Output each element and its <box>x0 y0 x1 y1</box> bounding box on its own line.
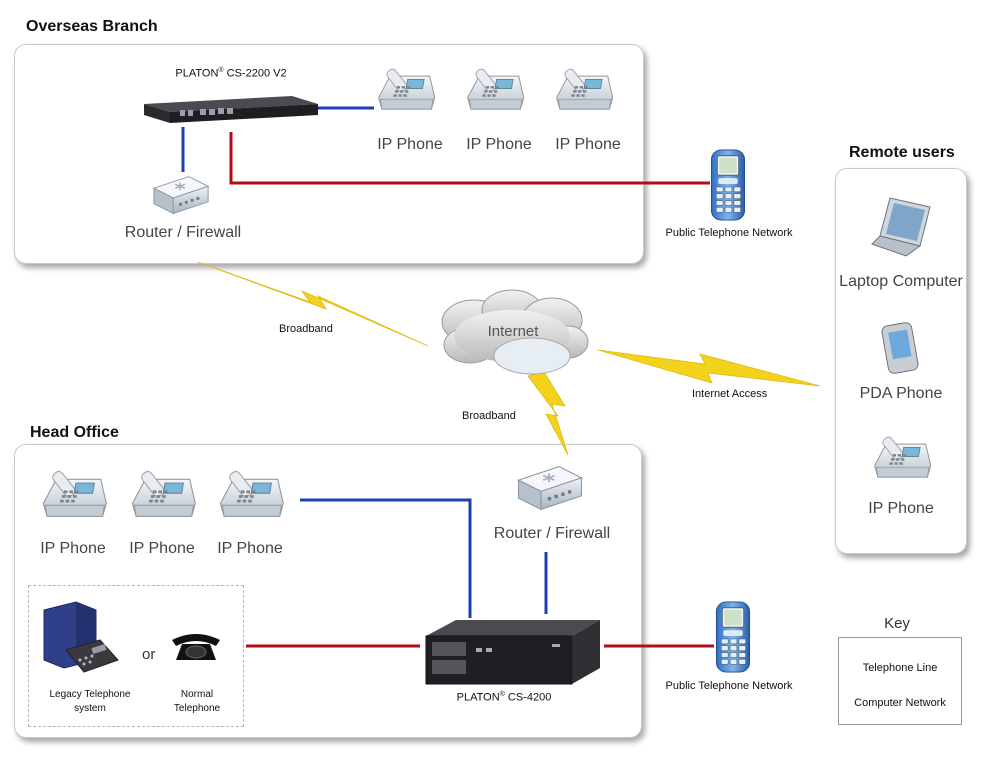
cloud-icon <box>441 289 589 375</box>
remote-ip-phone-label: IP Phone <box>868 500 934 517</box>
legacy-telephone-label: Legacy Telephone system <box>49 689 131 714</box>
key-legend <box>838 637 962 725</box>
pda-label: PDA Phone <box>859 385 943 402</box>
overseas-ip-phone-label: IP Phone <box>377 136 443 153</box>
head-ip-phone-label: IP Phone <box>40 540 106 557</box>
remote-users-title: Remote users <box>849 144 955 161</box>
lightning-icon <box>197 261 821 456</box>
ip-phone-icon <box>42 469 107 517</box>
key-telephone-label: Telephone Line <box>862 662 938 674</box>
router-icon <box>517 465 583 511</box>
internet-label: Internet <box>487 323 539 340</box>
normal-telephone-label: Normal Telephone <box>173 689 221 714</box>
overseas-ip-phone-label: IP Phone <box>555 136 621 153</box>
head-phone-link <box>300 498 472 618</box>
ptn-label-top: Public Telephone Network <box>665 227 793 239</box>
internet-access-label: Internet Access <box>692 388 768 400</box>
pda-icon <box>881 322 919 374</box>
broadband-label-top: Broadband <box>279 323 333 335</box>
ip-phone-icon <box>874 434 932 478</box>
legacy-pbx-icon <box>43 601 119 673</box>
ip-phone-icon <box>131 469 196 517</box>
broadband-label-bottom: Broadband <box>462 410 516 422</box>
cs2200-label: PLATON® CS-2200 V2 <box>175 67 287 80</box>
head-ip-phone-label: IP Phone <box>129 540 195 557</box>
legacy-group-box <box>28 585 244 727</box>
computer-network-lines <box>181 106 945 692</box>
laptop-label: Laptop Computer <box>839 273 963 290</box>
telephone-lines <box>229 132 945 658</box>
overseas-branch-panel <box>14 44 644 264</box>
overseas-pstn-line <box>229 132 710 185</box>
laptop-icon <box>871 197 931 257</box>
overseas-router-label: Router / Firewall <box>124 224 242 241</box>
mobile-phone-icon <box>715 601 751 673</box>
server-icon <box>144 96 318 123</box>
ptn-label-bottom: Public Telephone Network <box>665 680 793 692</box>
cs4200-label: PLATON® CS-4200 <box>456 691 552 704</box>
head-office-title: Head Office <box>30 424 119 441</box>
server-icon <box>425 620 600 685</box>
head-ip-phone-label: IP Phone <box>217 540 283 557</box>
ip-phone-icon <box>219 469 284 517</box>
ip-phone-icon <box>556 66 614 110</box>
router-icon <box>153 175 209 215</box>
ip-phone-icon <box>467 66 525 110</box>
or-label: or <box>142 646 156 663</box>
mobile-phone-icon <box>710 149 746 221</box>
overseas-branch-title: Overseas Branch <box>26 18 158 35</box>
overseas-ip-phone-label: IP Phone <box>466 136 532 153</box>
key-title: Key <box>884 615 910 632</box>
ip-phone-icon <box>378 66 436 110</box>
head-router-label: Router / Firewall <box>493 525 611 542</box>
rotary-phone-icon <box>172 634 220 660</box>
key-computer-label: Computer Network <box>854 697 946 709</box>
